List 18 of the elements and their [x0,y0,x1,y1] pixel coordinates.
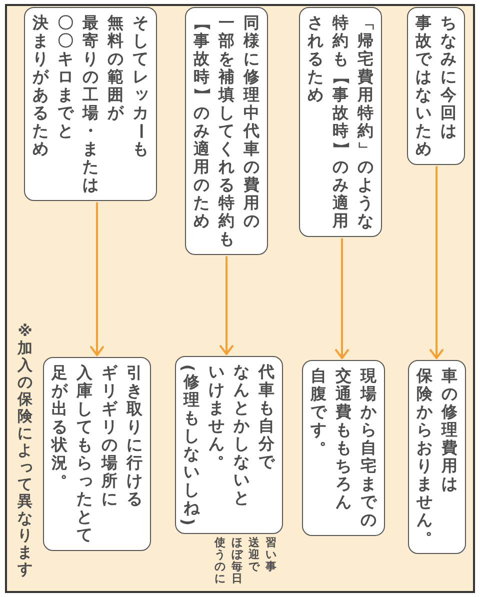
note-text: 「帰宅費用特約」のような特約も【事故時】のみ適用されるため [307,14,374,230]
note-text: ちなみに今回は事故ではないため [415,14,457,158]
side-note: 習い事送迎でほぼ毎日使うのに [214,536,277,585]
arrow [220,256,234,355]
note-card [24,7,157,201]
note-card [408,360,466,554]
note-card [43,357,151,551]
note-card [175,356,283,534]
note-card [302,360,385,536]
note-text: そしてレッカーも無料の範囲が最寄りの工場・または〇〇キロまでと決まりがあるため [32,14,149,194]
note-text: 車の修理費用は保険からおりません。 [416,367,458,540]
note-card [185,7,268,255]
note-card [407,7,465,165]
note-text: 同様に修理中代車の費用の一部を補填してくれる特約も【事故時】のみ適用のため [193,14,260,248]
arrow [90,202,104,356]
note-card [299,7,382,237]
arrow [335,238,349,359]
arrow [430,166,444,359]
